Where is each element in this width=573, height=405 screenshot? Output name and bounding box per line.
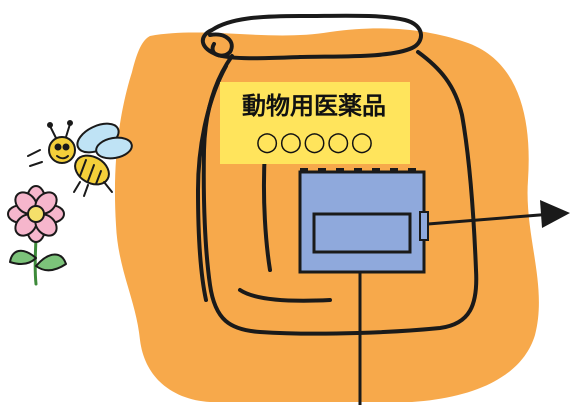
label-circles: ○○○○○ bbox=[256, 127, 374, 157]
flower-icon bbox=[7, 185, 67, 286]
device-screen bbox=[312, 212, 412, 254]
device-side-tab bbox=[419, 211, 429, 241]
bee-icon bbox=[27, 120, 133, 197]
label-band bbox=[220, 82, 410, 164]
medicine-bottle-icon bbox=[196, 13, 479, 336]
label-title: 動物用医薬品 bbox=[242, 92, 386, 120]
monitor-device-icon bbox=[298, 170, 429, 274]
arrow-right-icon bbox=[427, 200, 570, 228]
